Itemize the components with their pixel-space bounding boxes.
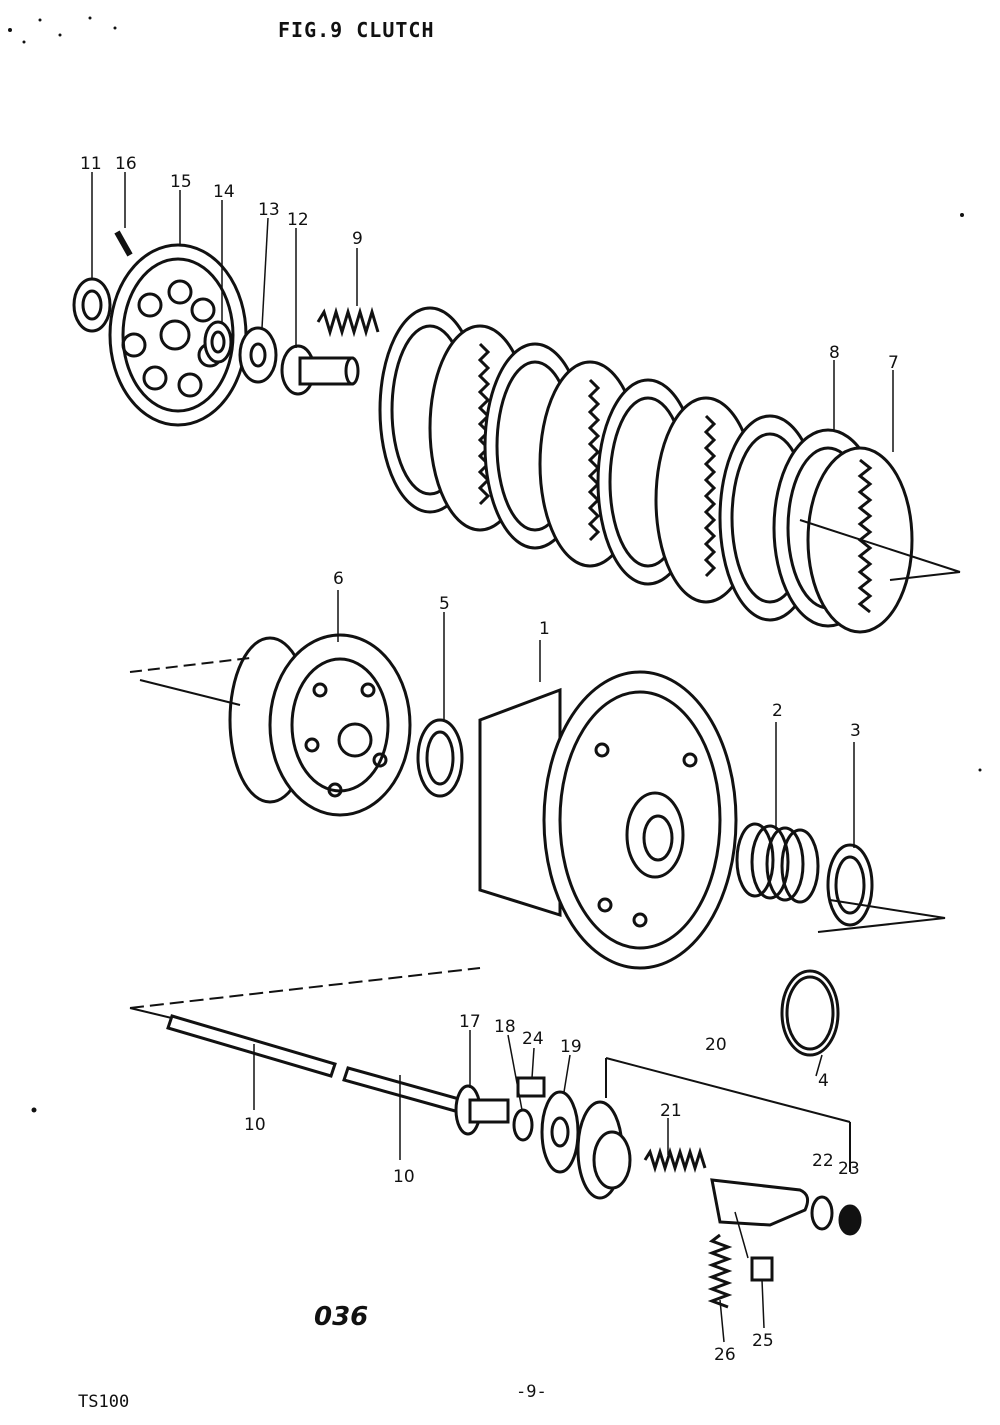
callout-15: 15 xyxy=(170,172,192,192)
callout-25: 25 xyxy=(752,1331,774,1351)
page-number: -9- xyxy=(516,1382,547,1402)
scan-noise xyxy=(8,16,982,1113)
callout-3: 3 xyxy=(850,721,861,741)
callout-22: 22 xyxy=(812,1151,834,1171)
callout-13: 13 xyxy=(258,200,280,220)
callout-19: 19 xyxy=(560,1037,582,1057)
leader-lines xyxy=(91,172,894,1343)
circlip-part-4 xyxy=(780,969,840,1057)
pressure-plate-part-15 xyxy=(108,243,248,427)
push-piece-part-12 xyxy=(280,344,360,396)
release-assembly-part-20 xyxy=(576,1057,851,1200)
nut-part-23 xyxy=(838,1204,862,1236)
lever-part-20 xyxy=(710,1178,810,1227)
callout-8: 8 xyxy=(829,343,840,363)
callout-21: 21 xyxy=(660,1101,682,1121)
driven-gear-part-1 xyxy=(478,670,738,970)
figure-title: FIG.9 CLUTCH xyxy=(278,18,435,42)
washer-part-5 xyxy=(416,718,464,798)
callout-6: 6 xyxy=(333,569,344,589)
oil-seal-part-18 xyxy=(512,1108,534,1142)
washer-part-3 xyxy=(826,843,874,927)
callout-7: 7 xyxy=(888,353,899,373)
spring-part-21 xyxy=(643,1146,707,1174)
callout-24: 24 xyxy=(522,1029,544,1049)
bearing-part-14 xyxy=(203,320,233,364)
callout-11: 11 xyxy=(80,154,102,174)
bearing-part-11 xyxy=(72,277,112,333)
callout-23: 23 xyxy=(838,1159,860,1179)
push-piece-part-17 xyxy=(454,1084,510,1136)
sleeve-hub-part-6 xyxy=(228,633,412,817)
callout-1: 1 xyxy=(539,619,550,639)
spring-part-2 xyxy=(735,822,820,904)
washer-part-22 xyxy=(810,1195,834,1231)
pin-part-16 xyxy=(114,230,133,257)
screw-part-24 xyxy=(516,1076,546,1098)
callout-10b: 10 xyxy=(393,1167,415,1187)
callout-16: 16 xyxy=(115,154,137,174)
callout-12: 12 xyxy=(287,210,309,230)
callout-2: 2 xyxy=(772,701,783,721)
callout-20: 20 xyxy=(705,1035,727,1055)
clutch-plate-stack xyxy=(378,306,961,634)
callout-4: 4 xyxy=(818,1071,829,1091)
push-rod-part-10b xyxy=(342,1066,472,1116)
callout-14: 14 xyxy=(213,182,235,202)
spring-part-9 xyxy=(316,306,380,338)
spring-part-26 xyxy=(707,1233,733,1309)
callout-26: 26 xyxy=(714,1345,736,1365)
model-name: TS100 xyxy=(78,1392,130,1412)
pin-part-25 xyxy=(750,1256,774,1282)
callout-18: 18 xyxy=(494,1017,516,1037)
push-rod-part-10a xyxy=(166,1014,337,1078)
callout-17: 17 xyxy=(459,1012,481,1032)
callout-9: 9 xyxy=(352,229,363,249)
callout-10a: 10 xyxy=(244,1115,266,1135)
callout-labels: 1 2 3 4 5 6 7 8 9 10 10 11 12 13 14 15 1… xyxy=(80,154,899,1365)
figure-code: 036 xyxy=(314,1302,369,1332)
callout-5: 5 xyxy=(439,594,450,614)
o-ring-part-19 xyxy=(540,1090,580,1174)
washer-part-13 xyxy=(238,326,278,384)
